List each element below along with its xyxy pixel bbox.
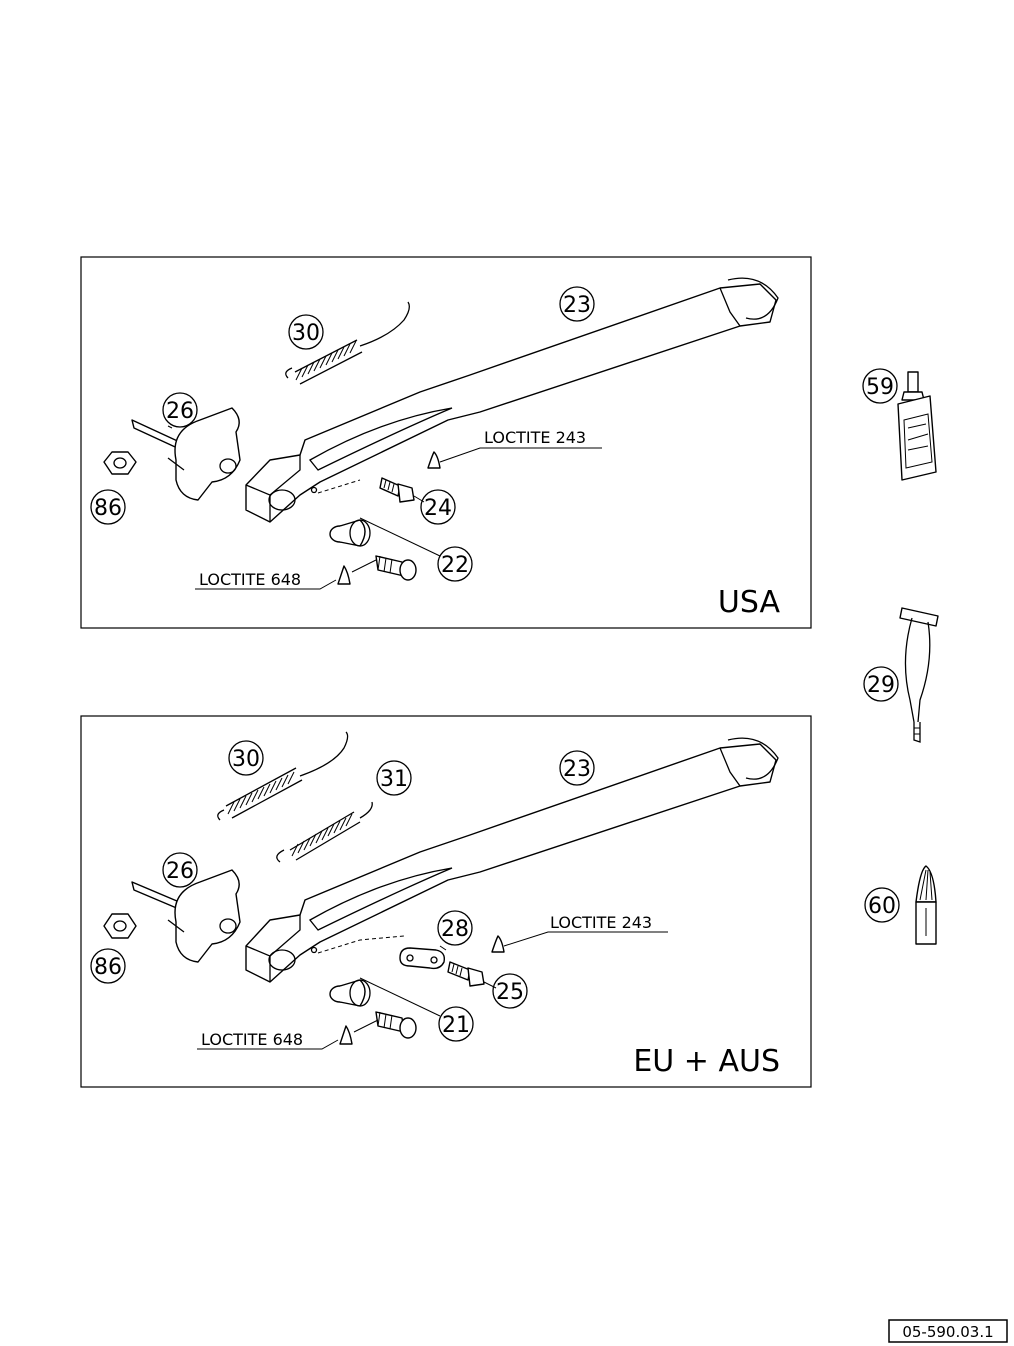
svg-text:26: 26 [166, 859, 194, 884]
region-label-usa: USA [718, 585, 781, 620]
loctite-drop-243-eu [491, 935, 505, 953]
callout-23-usa: 23 [559, 286, 595, 322]
loctite-bottle-59: 59 [862, 368, 937, 481]
svg-text:30: 30 [232, 747, 260, 772]
svg-text:28: 28 [441, 917, 469, 942]
svg-text:21: 21 [442, 1013, 470, 1038]
loctite-243-label-usa: LOCTITE 243 [484, 428, 586, 447]
callout-23-eu: 23 [559, 750, 595, 786]
loctite-drop-648-eu [339, 1025, 353, 1045]
plate-28 [399, 947, 446, 970]
bushing-screw-22 [329, 519, 417, 581]
svg-text:22: 22 [441, 553, 469, 578]
callout-22-usa: 22 [437, 546, 473, 582]
callout-60: 60 [868, 894, 896, 919]
callout-30-eu: 30 [228, 740, 264, 776]
side-stand-leg-23 [245, 277, 779, 523]
spring-30 [285, 301, 410, 385]
loctite-243-label-eu: LOCTITE 243 [550, 913, 652, 932]
spring-31 [276, 801, 373, 863]
screw-25 [447, 961, 485, 987]
loctite-drop-243-usa [427, 451, 441, 469]
side-stand-leg-23-eu [245, 737, 779, 983]
reference-number: 05-590.03.1 [888, 1319, 1008, 1343]
svg-text:31: 31 [380, 767, 408, 792]
callout-25-eu: 25 [492, 973, 528, 1009]
svg-text:23: 23 [563, 293, 591, 318]
svg-text:30: 30 [292, 321, 320, 346]
svg-text:05-590.03.1: 05-590.03.1 [902, 1323, 993, 1341]
callout-26-eu: 26 [162, 852, 198, 888]
loctite-tube-60: 60 [864, 865, 937, 945]
region-label-eu: EU + AUS [633, 1044, 780, 1079]
panel-usa-frame [80, 256, 812, 629]
svg-text:86: 86 [94, 496, 122, 521]
callout-59: 59 [866, 375, 894, 400]
callout-29: 29 [867, 673, 895, 698]
nut-86-eu [103, 913, 137, 939]
loctite-648-label-eu: LOCTITE 648 [201, 1030, 303, 1049]
svg-text:23: 23 [563, 757, 591, 782]
spring-30-eu [217, 731, 349, 821]
loctite-648-label-usa: LOCTITE 648 [199, 570, 301, 589]
panel-usa: 30 23 26 86 24 22 LOCTITE 243 LOCTITE 64… [80, 256, 812, 629]
svg-text:25: 25 [496, 980, 524, 1005]
panel-eu-frame [80, 715, 812, 1088]
nut-86 [103, 451, 137, 475]
svg-text:86: 86 [94, 955, 122, 980]
callout-86-eu: 86 [90, 948, 126, 984]
callout-26-usa: 26 [162, 392, 198, 428]
tool-29: 29 [863, 607, 939, 743]
svg-text:26: 26 [166, 399, 194, 424]
svg-text:24: 24 [424, 496, 452, 521]
screw-24 [379, 477, 415, 503]
bushing-screw-21 [329, 979, 417, 1039]
callout-21-eu: 21 [438, 1006, 474, 1042]
callout-31-eu: 31 [376, 760, 412, 796]
callout-24-usa: 24 [420, 489, 456, 525]
callout-28-eu: 28 [437, 910, 473, 946]
loctite-drop-648-usa [337, 565, 351, 585]
pivot-bracket-26-eu [131, 869, 241, 963]
panel-eu-aus: 30 31 23 26 86 28 25 21 LOCTITE 243 LOCT… [80, 715, 812, 1088]
pivot-bracket-26 [131, 407, 241, 501]
callout-30-usa: 30 [288, 314, 324, 350]
callout-86-usa: 86 [90, 489, 126, 525]
